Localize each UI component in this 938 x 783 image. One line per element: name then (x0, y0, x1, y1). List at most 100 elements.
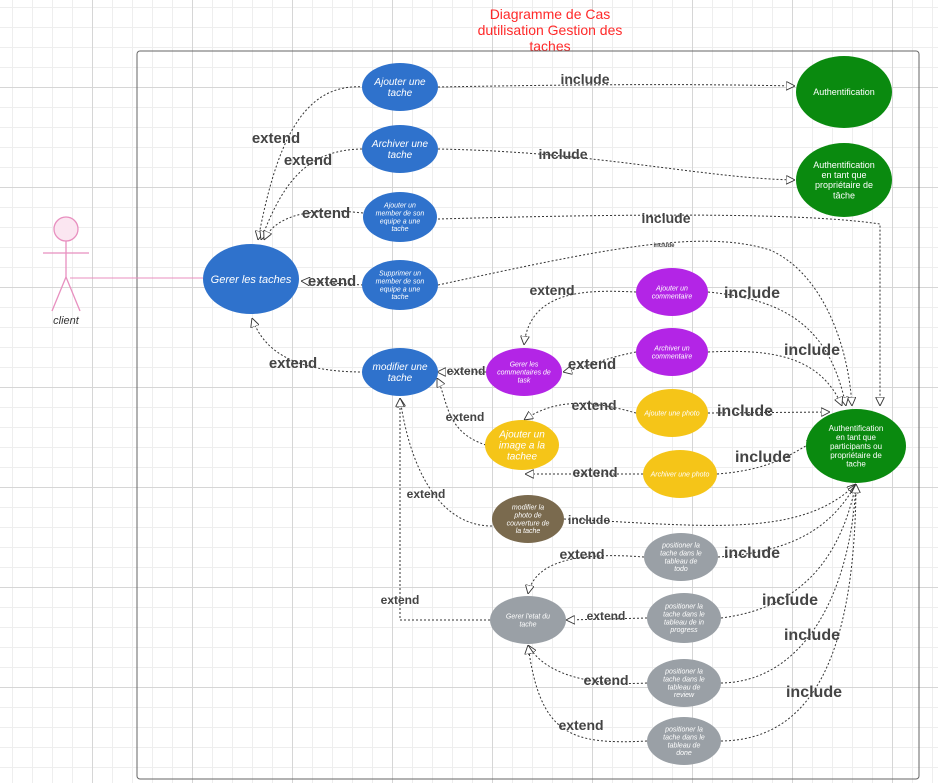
extend-relation-line (566, 618, 648, 620)
extend-label: extend (568, 356, 616, 373)
include-relation-line (720, 484, 856, 684)
use-case-ellipse (203, 244, 299, 314)
extend-label: extend (308, 273, 356, 290)
use-case-ellipse (486, 348, 562, 396)
use-case-ellipse (647, 659, 721, 707)
use-case-ellipse (363, 192, 437, 242)
include-label: include (724, 285, 780, 302)
extend-relation-line (437, 378, 487, 446)
extend-label: extend (407, 487, 446, 501)
include-label: include (538, 146, 587, 162)
extend-label: extend (447, 364, 486, 378)
use-case-ellipse (492, 495, 564, 543)
include-label: include (560, 71, 609, 87)
extend-label: extend (571, 397, 616, 413)
include-relation-line (707, 291, 846, 406)
include-label: include (568, 513, 610, 527)
use-case-ellipse (643, 450, 717, 498)
use-case-label: Gerer les taches (211, 274, 292, 286)
extend-relation-line (524, 402, 637, 420)
extend-label: extend (572, 464, 617, 480)
extend-relation-line (528, 555, 645, 594)
include-relation-line (717, 484, 856, 558)
use-case-gerer[interactable]: Gerer les taches (203, 244, 299, 314)
extend-relation-line (524, 290, 637, 345)
use-case-ellipse (362, 63, 438, 111)
include-relation-line (437, 148, 795, 180)
extend-label: extend (446, 410, 485, 424)
include-relation-line (707, 350, 842, 406)
use-case-ellipse (636, 328, 708, 376)
extend-label: extend (529, 282, 574, 298)
include-relation-line (437, 240, 852, 406)
extend-label: extend (558, 717, 603, 733)
extend-relation-line (528, 645, 648, 743)
use-case-label: Ajouter une photo (643, 410, 699, 417)
use-case-ellipse (485, 420, 559, 470)
include-relation-line (437, 214, 880, 406)
use-case-label: Archiver une photo (650, 471, 710, 478)
actor-client[interactable] (43, 216, 89, 312)
extend-label: extend (559, 546, 604, 562)
include-label: include (717, 403, 773, 420)
use-case-archiver-photo[interactable]: Archiver une photo (643, 450, 717, 498)
extend-relation-line (252, 318, 365, 373)
use-case-auth[interactable]: Authentification (796, 56, 892, 128)
include-relation-line (707, 412, 830, 413)
extend-relation-line (261, 148, 363, 240)
use-case-label: Authentification (813, 87, 875, 97)
extend-relation-line (400, 398, 493, 527)
use-case-ellipse (647, 717, 721, 765)
use-case-ellipse (362, 125, 438, 173)
system-boundary (136, 50, 920, 780)
include-label: include (762, 592, 818, 609)
use-case-ellipse (636, 268, 708, 316)
use-case-ellipse (490, 596, 566, 644)
use-case-ellipse (644, 533, 718, 581)
extend-label: extend (302, 205, 350, 222)
extend-label: extend (583, 672, 628, 688)
extend-relation-line (264, 210, 364, 240)
actor-label: client (53, 315, 80, 327)
include-label: include (784, 342, 840, 359)
extend-label: extend (284, 152, 332, 169)
diagram-title: Diagramme de Cas dutilisation Gestion de… (477, 6, 623, 54)
include-label: include (641, 210, 690, 226)
use-case-ellipse (796, 56, 892, 128)
use-case-ajouter-photo[interactable]: Ajouter une photo (636, 389, 708, 437)
use-case-ellipse (647, 593, 721, 643)
use-case-ellipse (796, 143, 892, 217)
